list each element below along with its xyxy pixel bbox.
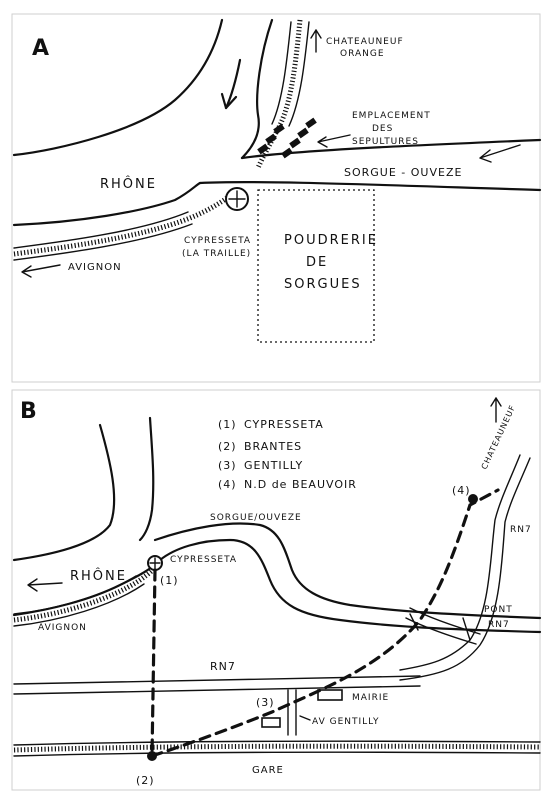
label-avignon-a: AVIGNON (68, 262, 122, 273)
label-rhone-a: RHÔNE (100, 176, 157, 192)
panel-a-frame (11, 13, 541, 383)
label-rhone-b: RHÔNE (70, 568, 127, 584)
railway-avignon-edges (13, 211, 193, 261)
av-gentilly-road (287, 689, 297, 736)
label-pont: PONT (484, 605, 513, 615)
point-label-2: (2) (136, 774, 155, 787)
sorgue-south-bank-b (12, 538, 542, 634)
sepultures-markers (257, 117, 317, 159)
sorgue-north-bank (240, 138, 542, 160)
point-2-marker (147, 751, 157, 761)
label-rn7-main: RN7 (210, 660, 236, 673)
av-gentilly-pointer (299, 715, 311, 721)
label-de: DE (306, 255, 328, 270)
panel-b-frame (11, 389, 541, 791)
rn7-north-east-edge (399, 457, 531, 681)
panel-a-letter: A (32, 36, 50, 61)
north-arrow-chateauneuf-b (490, 397, 502, 423)
cypresseta-cross-b (149, 557, 161, 569)
rn7-main-south-edge (13, 685, 421, 695)
label-cypresseta-a: CYPRESSETA (184, 236, 251, 246)
sorgue-north-bank-b (153, 522, 542, 620)
label-mairie: MAIRIE (352, 693, 389, 703)
sepultures-arrow (317, 134, 351, 148)
route-segment-1-2 (150, 568, 157, 758)
rhone-south-bank (12, 181, 202, 227)
label-gare: GARE (252, 765, 284, 776)
rhone-east-bank-upper (240, 18, 274, 160)
rhone-flow-arrow (224, 58, 242, 110)
legend-num-1: (1) (218, 418, 237, 431)
legend-name-2: BRANTES (244, 440, 302, 453)
label-des: DES (372, 124, 393, 134)
rhone-east-bank-b (138, 416, 155, 542)
rn7-main-north-edge (13, 675, 421, 685)
label-emplacement: EMPLACEMENT (352, 111, 431, 121)
label-la-traille: (LA TRAILLE) (182, 249, 251, 259)
point-label-4: (4) (452, 484, 471, 497)
north-arrow-chateauneuf (310, 29, 322, 53)
legend-num-3: (3) (218, 459, 237, 472)
gentilly-building (261, 717, 281, 728)
legend: (1) CYPRESSETA (2) BRANTES (3) GENTILLY … (218, 418, 357, 491)
panel-b: B (1) CYPRESSETA (2) BRANTES (3) GENTILL… (11, 389, 542, 791)
panel-a: A CHATEAUNEUF ORANGE AVIGNON CYPRESSETA … (11, 13, 542, 383)
point-label-1: (1) (160, 574, 179, 587)
railway-gare-north (13, 740, 541, 746)
label-av-gentilly: AV GENTILLY (312, 717, 379, 727)
legend-num-2: (2) (218, 440, 237, 453)
mairie-building (317, 689, 343, 701)
legend-name-4: N.D de BEAUVOIR (244, 478, 357, 491)
rail-crossing-lines (405, 607, 481, 645)
railway-chateauneuf (255, 19, 303, 169)
rhone-flow-arrow-head (220, 92, 238, 110)
panel-b-letter: B (20, 399, 38, 424)
railway-avignon (13, 190, 237, 257)
legend-name-1: CYPRESSETA (244, 418, 324, 431)
label-sorgues: SORGUES (284, 277, 362, 292)
rhone-west-bank (12, 18, 224, 157)
label-sorgue-ouveze-b: SORGUE/OUVEZE (210, 513, 302, 523)
bridge-marks (409, 613, 471, 641)
label-sorgue-ouveze-a: SORGUE - OUVEZE (344, 166, 462, 179)
arrow-avignon-a (21, 264, 61, 278)
label-sepultures: SEPULTURES (352, 137, 419, 147)
label-chateauneuf-b: CHATEAUNEUF (480, 403, 518, 470)
cypresseta-cross-a (228, 190, 246, 208)
rhone-flow-arrow-b (27, 578, 63, 592)
label-poudrerie: POUDRERIE (284, 233, 378, 248)
railway-avignon-b-edges (13, 575, 145, 627)
label-cypresseta-b: CYPRESSETA (170, 555, 237, 565)
poudrerie-boundary (257, 189, 375, 343)
label-chateauneuf-a: CHATEAUNEUF (326, 37, 404, 47)
railway-gare-ties (13, 743, 541, 753)
sorgue-flow-arrow (479, 144, 521, 163)
label-rn7-right: RN7 (510, 525, 532, 535)
label-orange-a: ORANGE (340, 49, 385, 59)
rhone-west-bank-b (12, 423, 116, 562)
legend-name-3: GENTILLY (244, 459, 303, 472)
point-label-3: (3) (256, 696, 275, 709)
label-avignon-b: AVIGNON (38, 623, 87, 633)
rn7-north-west-edge (399, 454, 521, 671)
point-4-marker (468, 494, 478, 504)
route-segment-2-4 (150, 488, 500, 758)
railway-chateauneuf-edges (271, 21, 310, 127)
railway-gare-south (13, 751, 541, 757)
label-pont-rn7: RN7 (488, 620, 510, 630)
legend-num-4: (4) (218, 478, 237, 491)
sorgue-south-bank (198, 180, 542, 192)
